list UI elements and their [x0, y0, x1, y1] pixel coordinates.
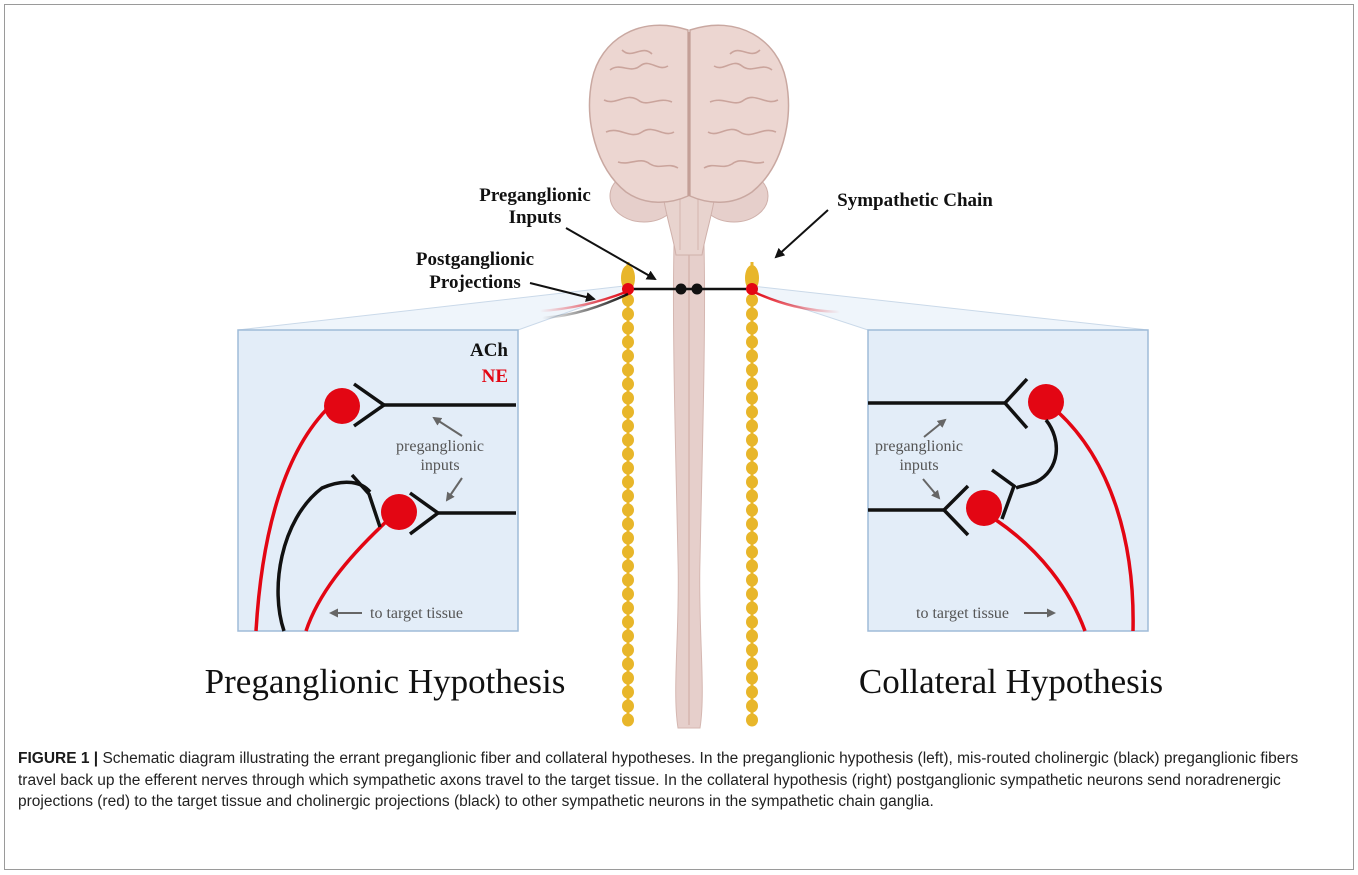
ganglion-bead — [622, 406, 634, 419]
ganglion-bead — [622, 364, 634, 377]
ganglion-bead — [746, 294, 758, 307]
ganglion-bead — [746, 434, 758, 447]
preganglionic-hypothesis-title: Preganglionic Hypothesis — [205, 662, 566, 701]
legend-ach: ACh — [470, 340, 508, 361]
ganglion-bead — [622, 448, 634, 461]
sympathetic-chain-arrow — [776, 210, 828, 257]
spinal-cord — [673, 245, 704, 728]
sympathetic-chain-label: Sympathetic Chain — [837, 190, 993, 211]
ganglion-bead — [622, 518, 634, 531]
ganglion-bead — [622, 686, 634, 699]
legend-ne: NE — [482, 366, 508, 387]
ganglion-bead — [622, 602, 634, 615]
ganglion-bead — [746, 504, 758, 517]
left-inputs-label-line2: inputs — [420, 457, 459, 474]
ganglion-bead — [746, 658, 758, 671]
ganglion-bead — [622, 714, 634, 727]
left-lower-neuron — [381, 494, 417, 530]
left-upper-neuron — [324, 388, 360, 424]
right-lower-neuron — [966, 490, 1002, 526]
ganglion-bead — [746, 546, 758, 559]
ganglion-bead — [746, 308, 758, 321]
preganglionic-inputs-label-line2: Inputs — [509, 207, 562, 228]
right-upper-neuron — [1028, 384, 1064, 420]
right-target-label: to target tissue — [916, 605, 1009, 622]
ganglion-bead — [622, 574, 634, 587]
ganglion-bead — [746, 686, 758, 699]
ganglion-bead — [622, 532, 634, 545]
ganglion-bead — [746, 616, 758, 629]
ganglion-bead — [746, 378, 758, 391]
ganglion-bead — [746, 476, 758, 489]
preganglionic-inputs-arrow — [566, 228, 655, 279]
left-target-label: to target tissue — [370, 605, 463, 622]
ganglion-bead — [622, 392, 634, 405]
ganglion-bead — [622, 700, 634, 713]
ganglion-bead — [746, 392, 758, 405]
ganglion-bead — [746, 490, 758, 503]
ganglion-bead — [746, 420, 758, 433]
ganglion-bead — [622, 504, 634, 517]
ganglion-bead — [622, 630, 634, 643]
collateral-hypothesis-title: Collateral Hypothesis — [859, 662, 1163, 701]
ganglion-bead — [622, 658, 634, 671]
postganglionic-projections-label-line1: Postganglionic — [416, 249, 534, 270]
ganglion-bead — [622, 672, 634, 685]
postganglionic-projections-label-line2: Projections — [429, 272, 520, 293]
ganglion-bead — [746, 406, 758, 419]
ganglion-bead — [746, 700, 758, 713]
ganglion-bead — [622, 616, 634, 629]
left-panel: ACh NE preganglionic inputs to target ti… — [238, 330, 518, 631]
right-inputs-label-line2: inputs — [899, 457, 938, 474]
ganglion-bead — [622, 350, 634, 363]
left-inputs-label-line1: preganglionic — [396, 438, 484, 455]
ganglion-bead — [622, 322, 634, 335]
brain-illustration — [590, 25, 789, 202]
preganglionic-inputs-label-line1: Preganglionic — [479, 185, 591, 206]
right-sympathetic-chain — [745, 262, 759, 727]
ganglion-bead — [622, 546, 634, 559]
ganglion-bead — [622, 336, 634, 349]
ganglion-bead — [746, 672, 758, 685]
figure-caption: FIGURE 1 | Schematic diagram illustratin… — [18, 748, 1340, 813]
ganglion-bead — [622, 308, 634, 321]
ganglion-bead — [622, 462, 634, 475]
ganglion-bead — [746, 350, 758, 363]
ganglion-bead — [622, 644, 634, 657]
ganglion-bead — [746, 336, 758, 349]
right-panel: preganglionic inputs to target tissue — [868, 330, 1148, 631]
right-inputs-label-line1: preganglionic — [875, 438, 963, 455]
caption-text: Schematic diagram illustrating the erran… — [18, 750, 1298, 810]
ganglion-bead — [746, 364, 758, 377]
ganglion-bead — [622, 588, 634, 601]
ganglion-bead — [622, 560, 634, 573]
ganglion-bead — [746, 644, 758, 657]
ganglion-bead — [746, 448, 758, 461]
ganglion-bead — [622, 490, 634, 503]
ganglion-bead — [622, 434, 634, 447]
ganglion-bead — [746, 322, 758, 335]
ganglion-bead — [746, 560, 758, 573]
ganglion-bead — [746, 588, 758, 601]
ganglion-bead — [746, 714, 758, 727]
ganglion-bead — [746, 462, 758, 475]
ganglion-bead — [746, 574, 758, 587]
ganglion-bead — [746, 532, 758, 545]
left-sympathetic-chain — [621, 262, 635, 727]
ganglion-bead — [622, 476, 634, 489]
ganglion-bead — [746, 630, 758, 643]
ganglion-bead — [622, 420, 634, 433]
figure-label: FIGURE 1 | — [18, 750, 98, 767]
ganglion-bead — [746, 602, 758, 615]
ganglion-bead — [622, 378, 634, 391]
ganglion-bead — [746, 518, 758, 531]
